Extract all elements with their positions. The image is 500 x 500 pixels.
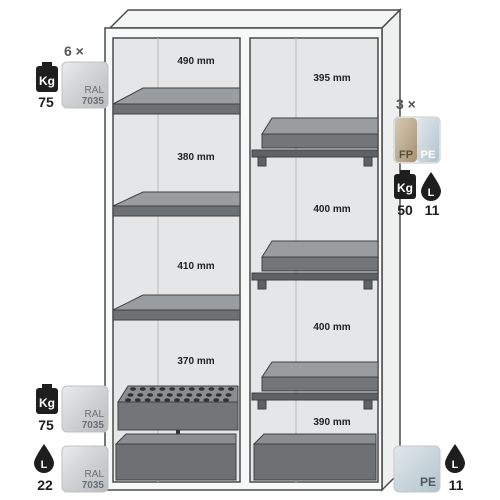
right-bay-heights: 395 mm 400 mm 400 mm 390 mm [313, 73, 350, 428]
right-bay-height-4: 390 mm [313, 417, 350, 428]
tray-hole [144, 398, 151, 402]
tray-hole [147, 393, 154, 397]
right-inserts [251, 117, 379, 481]
tray-hole [174, 398, 180, 402]
tray-hole [137, 393, 144, 397]
ral-label: RAL [85, 469, 105, 480]
tray-hole [215, 393, 222, 397]
sump-spec-badge: L 22 RAL 7035 [34, 444, 109, 493]
tray-hole [205, 393, 212, 397]
weight-value: 75 [38, 94, 54, 110]
fp-swatch [395, 118, 417, 162]
ral-label: RAL [85, 85, 105, 96]
material-fp: FP [399, 149, 413, 161]
tray-hole [179, 387, 185, 391]
tray-hole [188, 387, 195, 391]
insert-spec-badge: 3 × FP PE Kg 50 L 11 [393, 96, 441, 218]
bottom-sump-badge: PE L 11 [393, 444, 465, 493]
ral-code: 7035 [82, 480, 105, 491]
weight-unit: Kg [39, 74, 55, 88]
tray-hole [149, 387, 156, 391]
weight-unit: Kg [397, 181, 413, 195]
material-pe: PE [421, 149, 436, 161]
left-bay-heights: 490 mm 380 mm 410 mm 370 mm [177, 56, 214, 367]
tray-hole [125, 398, 131, 402]
left-bay-height-4: 370 mm [177, 356, 214, 367]
cabinet-top [108, 9, 402, 29]
weight-icon [36, 384, 58, 414]
ral-swatch [61, 385, 109, 433]
tray-hole [169, 387, 176, 391]
tray-hole [203, 398, 210, 402]
liquid-drop-icon [421, 172, 441, 201]
pe-swatch [393, 445, 441, 493]
left-shelf-3-front [112, 309, 241, 321]
ral-code: 7035 [82, 96, 105, 107]
cabinet-side [381, 8, 401, 492]
tray-hole [127, 393, 134, 397]
left-shelf-2-front [112, 205, 241, 217]
tray-hole [186, 393, 193, 397]
weight-icon [36, 62, 58, 92]
weight-value: 50 [397, 202, 413, 218]
tray-hole [193, 398, 200, 402]
volume-value: 11 [449, 477, 464, 493]
tray-hole [213, 398, 220, 402]
tray-hole [225, 393, 232, 397]
right-bay-height-2: 400 mm [313, 204, 350, 215]
material-pe: PE [420, 475, 436, 489]
ral-swatch [61, 61, 109, 109]
tray-hole [159, 387, 166, 391]
tray-hole [156, 393, 163, 397]
tray-hole [198, 387, 205, 391]
right-bay-height-1: 395 mm [313, 73, 350, 84]
shelf-count: 6 × [64, 43, 84, 59]
liquid-drop-icon [34, 444, 54, 473]
tray-hole [164, 398, 171, 402]
tray-hole [223, 398, 229, 402]
right-bay-height-3: 400 mm [313, 322, 350, 333]
shelf-spec-badge: 6 × Kg 75 RAL 7035 [36, 43, 109, 110]
perforated-tray [117, 385, 239, 431]
tray-hole [176, 393, 183, 397]
tray-hole [134, 398, 141, 402]
left-bay-height-1: 490 mm [177, 56, 214, 67]
volume-value: 22 [37, 477, 53, 493]
tray-hole [130, 387, 136, 391]
tray-hole [218, 387, 225, 391]
tray-hole [183, 398, 190, 402]
tray-hole [228, 387, 234, 391]
left-shelf-1-front [112, 103, 241, 115]
tray-hole [139, 387, 146, 391]
tray-spec-badge: Kg 75 RAL 7035 [36, 384, 109, 433]
weight-unit: Kg [39, 396, 55, 410]
tray-hole [154, 398, 161, 402]
left-bay-height-2: 380 mm [177, 152, 214, 163]
volume-unit: L [41, 459, 48, 471]
liquid-drop-icon [445, 444, 465, 473]
weight-value: 75 [38, 417, 54, 433]
volume-value: 11 [425, 202, 440, 218]
ral-code: 7035 [82, 420, 105, 431]
ral-swatch [61, 445, 109, 493]
tray-hole [166, 393, 173, 397]
insert-count: 3 × [396, 96, 416, 112]
left-sump [114, 433, 237, 481]
tray-hole [196, 393, 203, 397]
weight-icon [394, 170, 416, 199]
volume-unit: L [452, 459, 459, 471]
left-shelves [112, 87, 241, 321]
pe-swatch [417, 118, 439, 162]
volume-unit: L [428, 187, 435, 199]
ral-label: RAL [85, 409, 105, 420]
tray-hole [208, 387, 215, 391]
left-bay-height-3: 410 mm [177, 261, 214, 272]
tray-holes [125, 387, 234, 402]
